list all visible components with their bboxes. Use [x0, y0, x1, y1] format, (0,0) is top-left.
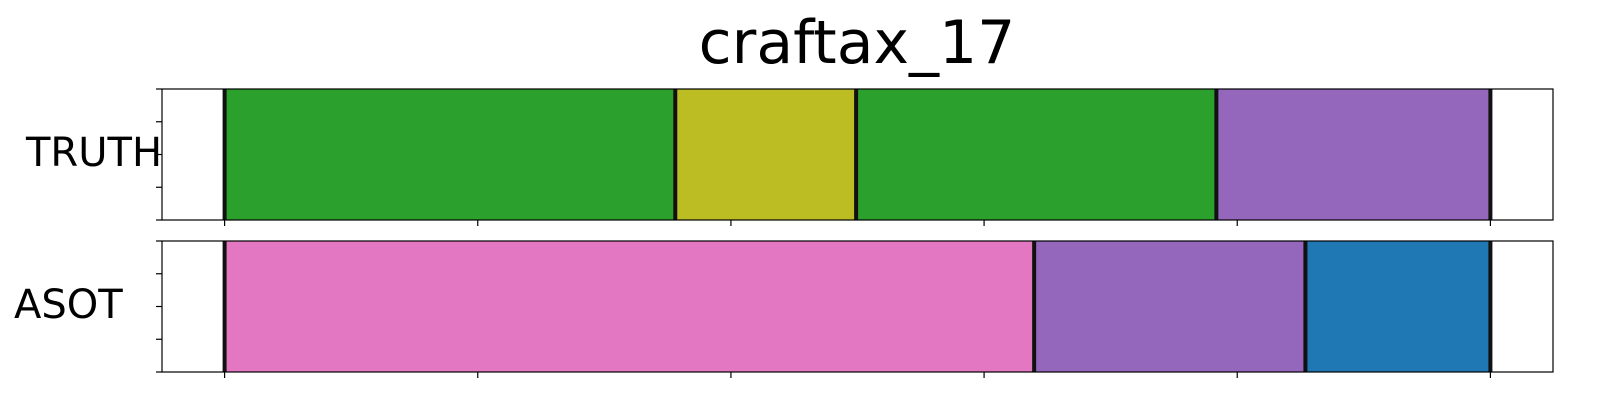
row-truth: TRUTH: [25, 88, 1554, 226]
rows-layer: TRUTH ASOT: [14, 88, 1554, 378]
segment-1: [224, 89, 676, 220]
segment-1: [224, 241, 1035, 372]
segment-2: [1034, 241, 1306, 372]
chart-title: craftax_17: [699, 8, 1016, 78]
row-label-asot: ASOT: [14, 282, 123, 328]
segment-4: [1216, 89, 1491, 220]
row-asot: ASOT: [14, 240, 1554, 378]
segment-2: [675, 89, 857, 220]
segment-3: [856, 89, 1217, 220]
row-label-truth: TRUTH: [25, 130, 162, 176]
segment-3: [1305, 241, 1491, 372]
